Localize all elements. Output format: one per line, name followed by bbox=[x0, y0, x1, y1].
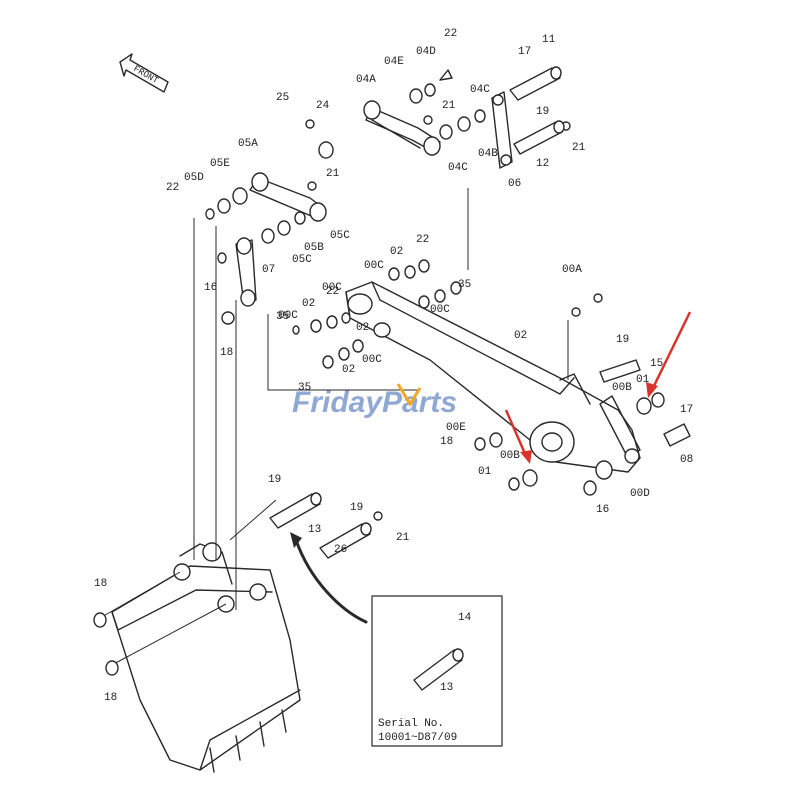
pin-13 bbox=[269, 492, 322, 529]
callout-label: 05A bbox=[238, 138, 258, 150]
callout-label: 00D bbox=[630, 488, 650, 500]
callout-labels: 22 11 17 04D 04E 04A 21 04C 19 25 24 04C 04B 21 12 05A 0… bbox=[94, 28, 693, 704]
callout-label: 13 bbox=[308, 524, 321, 536]
callout-label: 04D bbox=[416, 46, 436, 58]
callout-label: 21 bbox=[326, 168, 340, 180]
callout-label: 05C bbox=[330, 230, 350, 242]
callout-label: 00C bbox=[362, 354, 382, 366]
callout-label: 16 bbox=[204, 282, 217, 294]
callout-label: 19 bbox=[536, 106, 549, 118]
inset-pointer-arrow bbox=[294, 538, 368, 624]
callout-label: 02 bbox=[342, 364, 355, 376]
callout-label: 08 bbox=[680, 454, 693, 466]
assembly-lines bbox=[193, 188, 569, 610]
callout-label: 00E bbox=[446, 422, 466, 434]
callout-label: 05B bbox=[304, 242, 324, 254]
callout-label: 22 bbox=[416, 234, 429, 246]
callout-label: 04E bbox=[384, 56, 404, 68]
front-direction-arrow: FRONT bbox=[119, 53, 169, 93]
callout-label: 00B bbox=[500, 450, 520, 462]
callout-label: 04C bbox=[470, 84, 490, 96]
inset-callout-13: 13 bbox=[440, 682, 453, 694]
serial-title: Serial No. bbox=[378, 718, 444, 730]
callout-label: 19 bbox=[350, 502, 363, 514]
link-07 bbox=[235, 237, 257, 307]
upper-washers bbox=[205, 69, 571, 244]
serial-range: 10001~D87/09 bbox=[378, 732, 457, 744]
watermark-part1: Friday bbox=[292, 386, 383, 419]
callout-label: 22 bbox=[444, 28, 457, 40]
callout-label: 19 bbox=[616, 334, 629, 346]
callout-label: 21 bbox=[396, 532, 410, 544]
bucket bbox=[93, 542, 301, 773]
callout-label: 04A bbox=[356, 74, 376, 86]
callout-label: 18 bbox=[104, 692, 117, 704]
red-highlight-arrows bbox=[504, 311, 692, 464]
callout-label: 21 bbox=[572, 142, 586, 154]
callout-label: 02 bbox=[390, 246, 403, 258]
callout-label: 18 bbox=[440, 436, 453, 448]
callout-label: 19 bbox=[268, 474, 281, 486]
callout-label: 17 bbox=[680, 404, 693, 416]
callout-label: 18 bbox=[220, 347, 233, 359]
callout-label: 24 bbox=[316, 100, 330, 112]
serial-inset: 14 13 Serial No. 10001~D87/09 bbox=[371, 595, 503, 747]
callout-label: 11 bbox=[542, 34, 556, 46]
link-05a bbox=[249, 172, 327, 222]
callout-label: 00B bbox=[612, 382, 632, 394]
callout-label: 17 bbox=[518, 46, 531, 58]
callout-label: 00C bbox=[364, 260, 384, 272]
callout-label: 02 bbox=[302, 298, 315, 310]
arm-00a bbox=[345, 281, 641, 473]
callout-label: 22 bbox=[166, 182, 179, 194]
callout-label: 25 bbox=[276, 92, 289, 104]
callout-label: 02 bbox=[356, 322, 369, 334]
watermark-accent bbox=[396, 383, 422, 407]
callout-label: 02 bbox=[514, 330, 527, 342]
inset-callout-14: 14 bbox=[458, 612, 472, 624]
callout-label: 26 bbox=[334, 544, 347, 556]
pin-26 bbox=[319, 511, 383, 559]
callout-label: 35 bbox=[276, 311, 289, 323]
callout-label: 00C bbox=[430, 304, 450, 316]
callout-label: 00C bbox=[278, 310, 298, 322]
callout-label: 00C bbox=[322, 282, 342, 294]
inset-pointer-head bbox=[290, 532, 302, 548]
arm-root-bushings bbox=[217, 252, 462, 369]
arm-tip-parts bbox=[474, 293, 691, 496]
callout-label: 22 bbox=[326, 286, 339, 298]
callout-label: 04B bbox=[478, 148, 498, 160]
callout-label: 01 bbox=[636, 374, 650, 386]
link-06 bbox=[491, 91, 513, 169]
callout-label: 01 bbox=[478, 466, 492, 478]
callout-label: 04C bbox=[448, 162, 468, 174]
watermark: FridayParts bbox=[292, 386, 457, 419]
pin-12 bbox=[513, 120, 565, 155]
callout-label: 06 bbox=[508, 178, 521, 190]
callout-label: 18 bbox=[94, 578, 107, 590]
callout-label: 12 bbox=[536, 158, 549, 170]
pin-11 bbox=[509, 66, 562, 101]
callout-label: 16 bbox=[596, 504, 609, 516]
callout-label: 35 bbox=[298, 382, 311, 394]
callout-label: 00A bbox=[562, 264, 582, 276]
link-04a bbox=[363, 100, 441, 156]
callout-label: 05D bbox=[184, 172, 204, 184]
callout-label: 07 bbox=[262, 264, 275, 276]
callout-label: 05C bbox=[292, 254, 312, 266]
callout-label: 05E bbox=[210, 158, 230, 170]
callout-label: 15 bbox=[650, 358, 663, 370]
callout-label: 35 bbox=[458, 279, 471, 291]
callout-label: 21 bbox=[442, 100, 456, 112]
